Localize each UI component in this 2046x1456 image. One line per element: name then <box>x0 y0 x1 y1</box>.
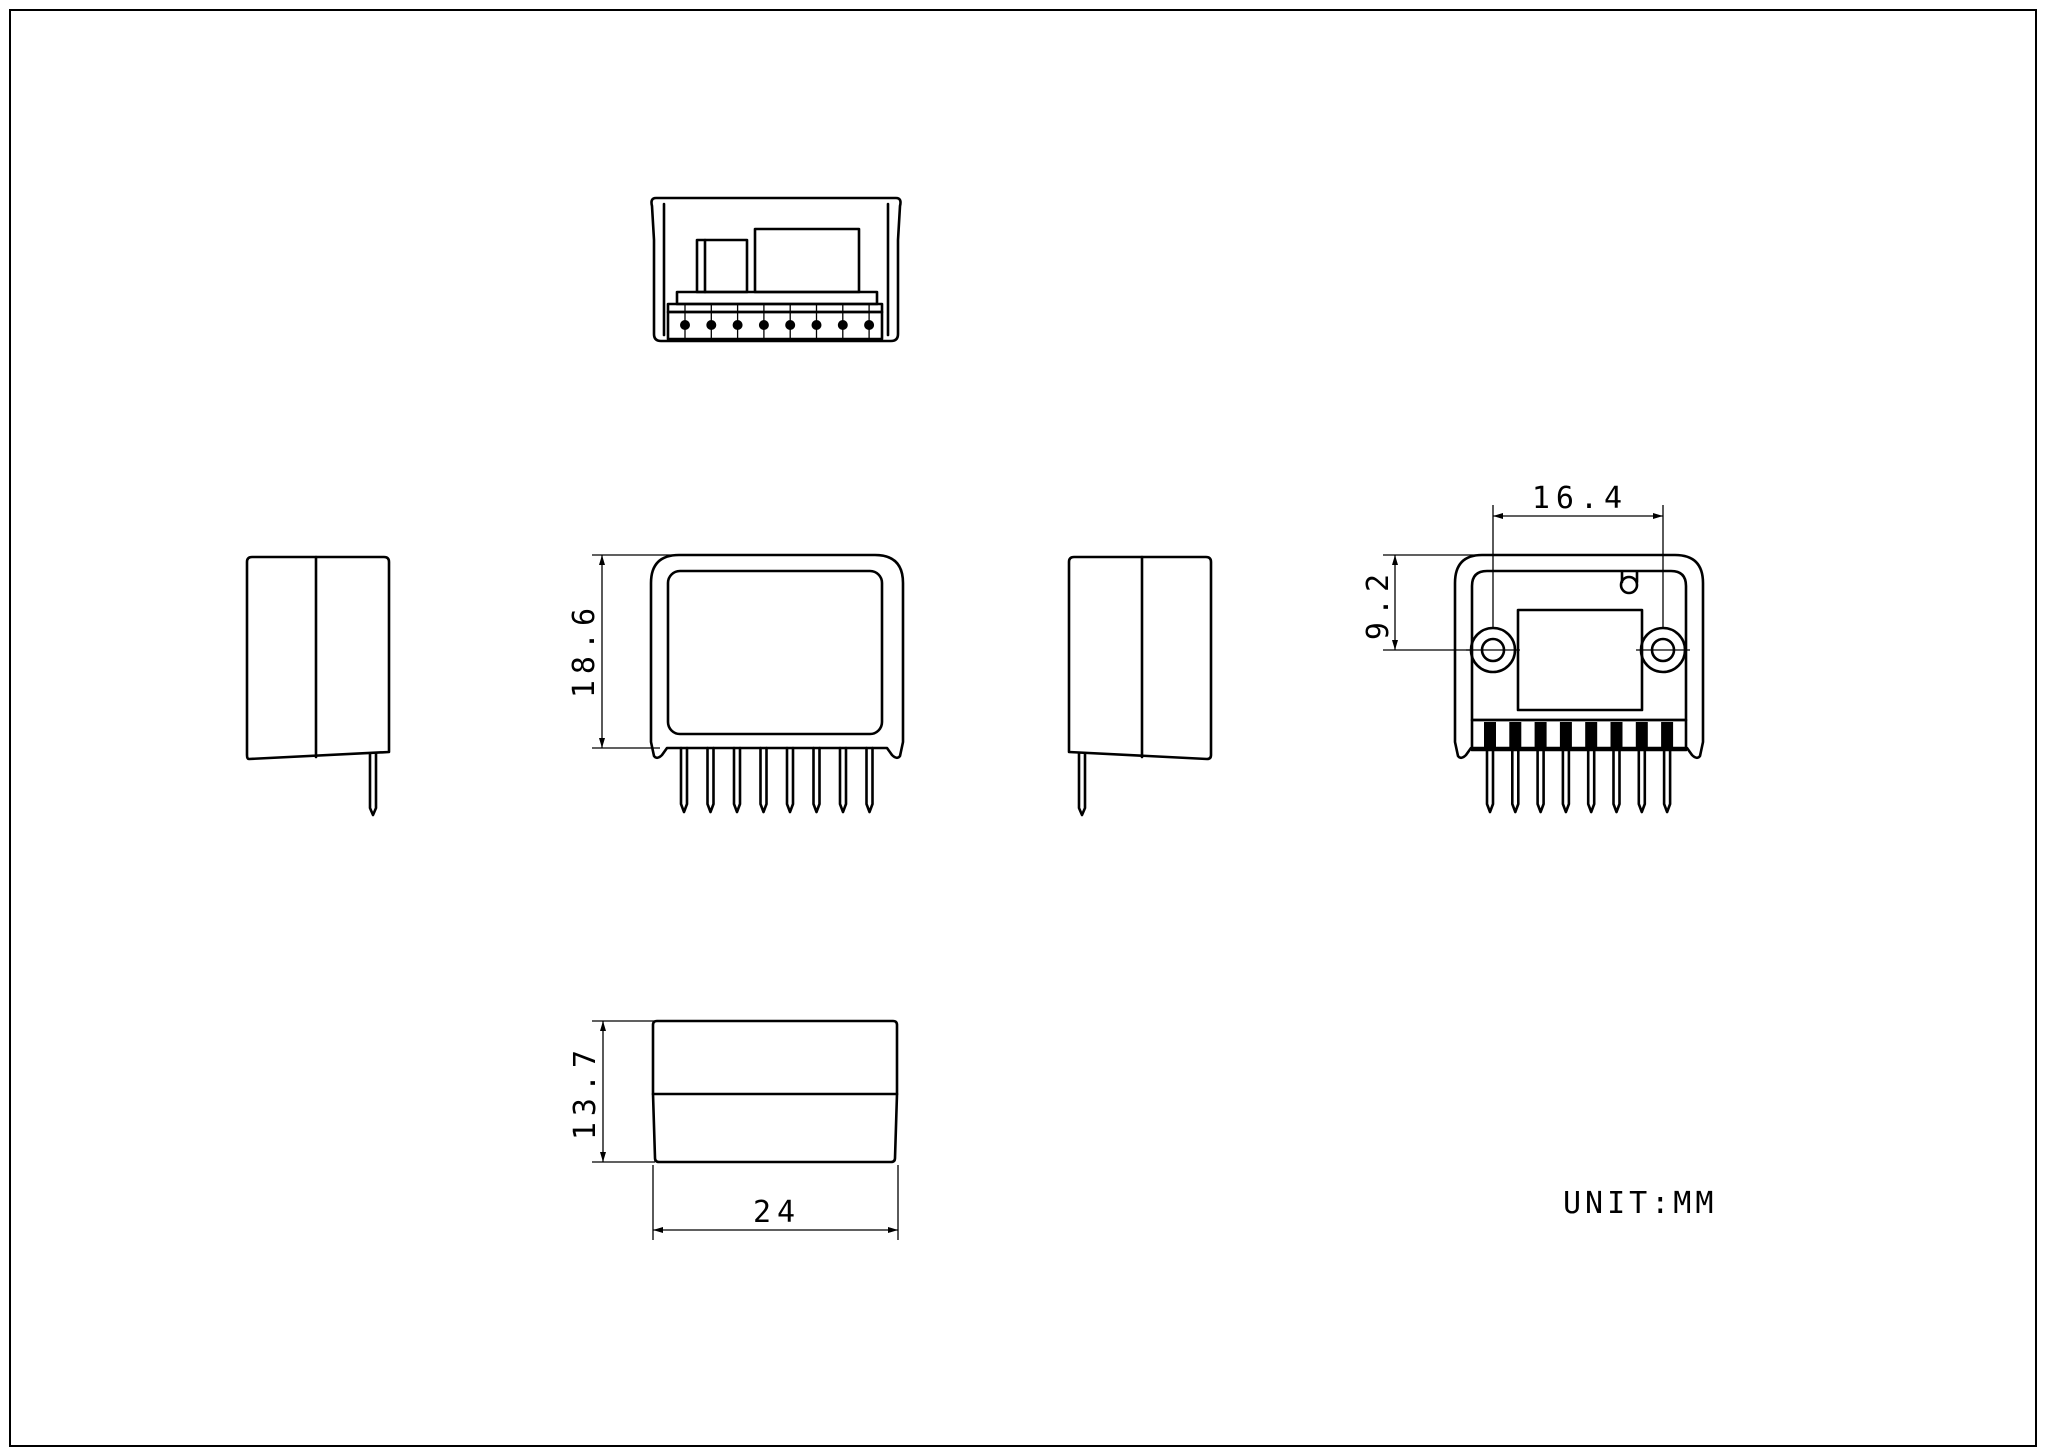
dimension-16-4: 16.4 <box>1492 481 1664 628</box>
pin <box>1612 748 1621 814</box>
top-view-pins <box>680 304 875 339</box>
dimension-label-18-6: 18.6 <box>567 602 602 698</box>
dimension-13-7: 13.7 <box>568 1020 655 1163</box>
pin <box>785 746 795 814</box>
pin <box>865 746 874 814</box>
dimension-18-6: 18.6 <box>567 554 675 749</box>
unit-label: UNIT:MM <box>1563 1186 1717 1221</box>
front-view <box>649 553 905 814</box>
terminal-block <box>1585 722 1598 748</box>
terminal-block <box>1661 722 1674 748</box>
front-view-pins <box>679 746 874 814</box>
terminal-block <box>1610 722 1623 748</box>
pin <box>759 746 768 814</box>
pin <box>812 746 821 814</box>
terminal-block <box>1484 722 1496 748</box>
pin <box>1662 748 1672 814</box>
bottom-view <box>1453 553 1705 814</box>
dimension-label-24: 24 <box>753 1195 801 1230</box>
dimension-label-9-2: 9.2 <box>1361 568 1396 640</box>
dimension-9-2: 9.2 <box>1361 554 1480 651</box>
pin <box>1586 748 1596 814</box>
dimension-label-16-4: 16.4 <box>1532 481 1628 516</box>
terminal-block <box>1509 722 1522 748</box>
dimension-label-13-7: 13.7 <box>568 1044 603 1140</box>
pin <box>838 746 848 814</box>
top-view <box>650 196 902 343</box>
pin <box>1561 748 1571 814</box>
pin <box>1485 748 1495 814</box>
terminal-block <box>1559 722 1572 748</box>
pin <box>1511 748 1520 814</box>
right-side-view <box>1067 555 1213 817</box>
dimension-24: 24 <box>652 1165 899 1240</box>
pin <box>1536 748 1545 814</box>
pin <box>706 746 715 814</box>
left-side-view <box>245 555 391 817</box>
drawing-border <box>9 9 2037 1447</box>
lower-view <box>651 1019 899 1164</box>
pin <box>679 746 689 814</box>
pin <box>1637 748 1647 814</box>
pin <box>732 746 742 814</box>
terminal-block <box>1534 722 1547 748</box>
terminal-block <box>1635 722 1648 748</box>
bottom-view-pins <box>1484 722 1674 814</box>
